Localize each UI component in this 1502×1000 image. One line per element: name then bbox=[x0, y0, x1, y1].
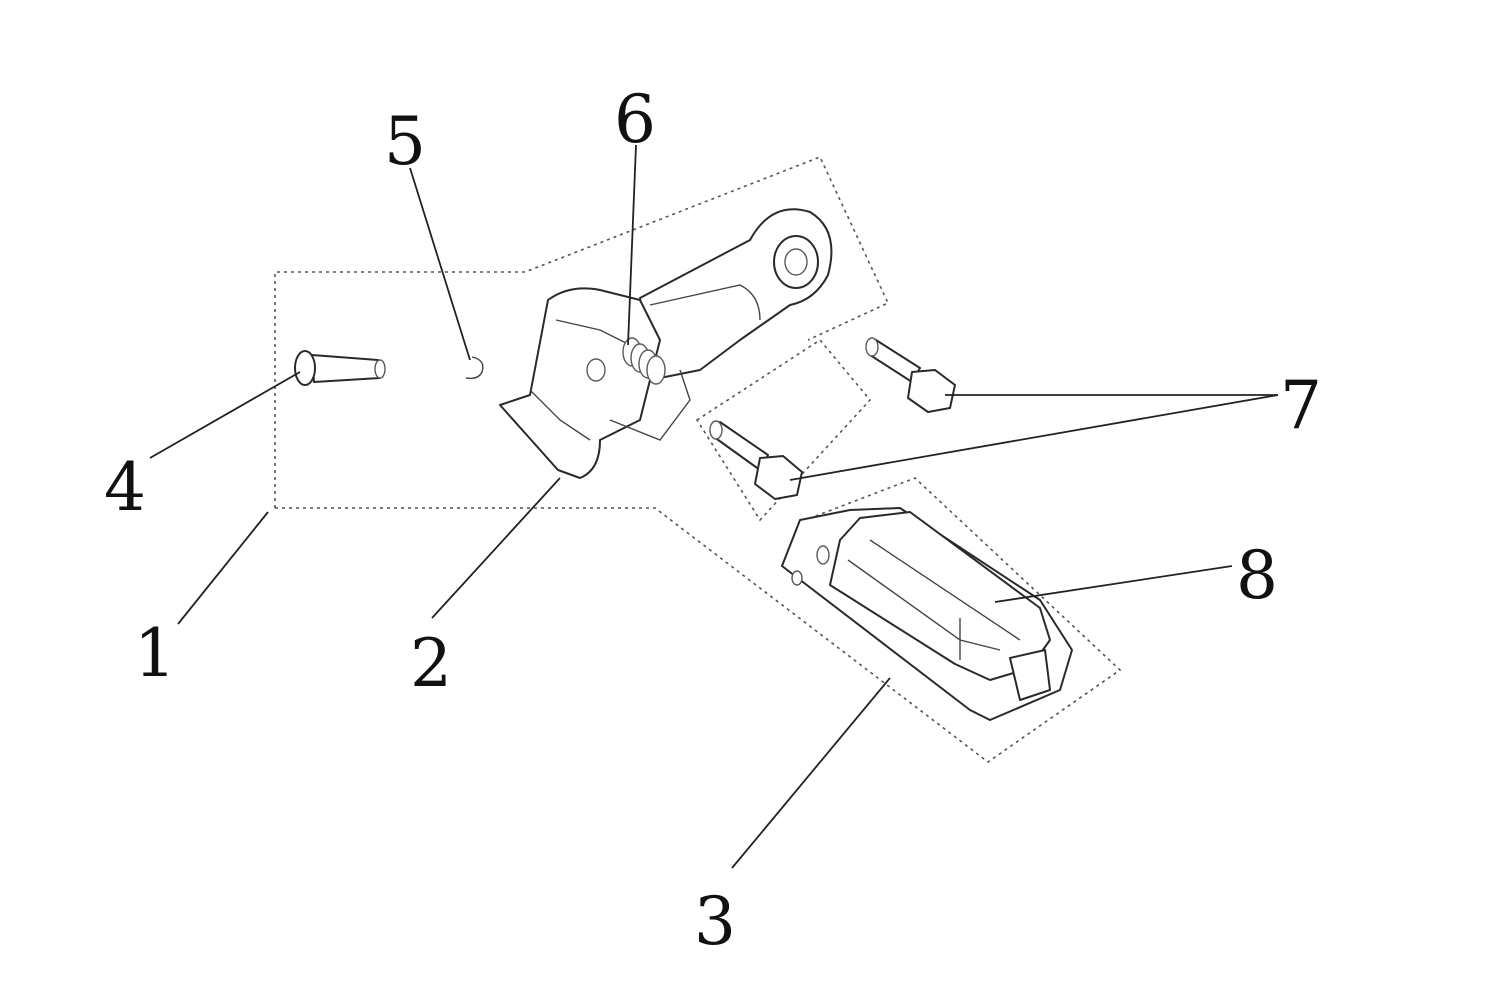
leader-5 bbox=[409, 167, 471, 361]
leader-1 bbox=[177, 511, 269, 625]
assembly-1-outline-lower bbox=[275, 477, 1122, 763]
callout-labels: 1 2 3 4 5 6 7 8 bbox=[104, 81, 1322, 960]
clevis-pin-part bbox=[294, 350, 386, 386]
leader-6 bbox=[627, 144, 637, 346]
callout-8: 8 bbox=[1236, 537, 1278, 614]
leader-2 bbox=[431, 477, 561, 619]
callout-3: 3 bbox=[694, 883, 736, 960]
spring-coil bbox=[622, 337, 666, 385]
leader-7b bbox=[789, 394, 1279, 481]
leader-8 bbox=[994, 565, 1233, 603]
retaining-clip-part bbox=[465, 356, 484, 380]
leader-lines bbox=[149, 144, 1279, 869]
latch-assembly-part bbox=[499, 208, 833, 479]
bolt-group-outline bbox=[695, 338, 872, 522]
callout-2: 2 bbox=[410, 625, 452, 702]
flange-bolt-lower-part bbox=[709, 420, 803, 500]
callout-6: 6 bbox=[614, 81, 656, 158]
callout-1: 1 bbox=[134, 615, 176, 692]
callout-5: 5 bbox=[384, 103, 426, 180]
leader-3 bbox=[731, 677, 891, 869]
assembly-group-outlines bbox=[274, 155, 1122, 763]
leader-4 bbox=[149, 371, 301, 459]
flange-bolt-upper-part bbox=[865, 337, 956, 413]
assembly-1-outline bbox=[274, 155, 890, 508]
striker-housing-part bbox=[829, 511, 1051, 701]
callout-7: 7 bbox=[1280, 367, 1322, 444]
callout-4: 4 bbox=[104, 449, 146, 526]
